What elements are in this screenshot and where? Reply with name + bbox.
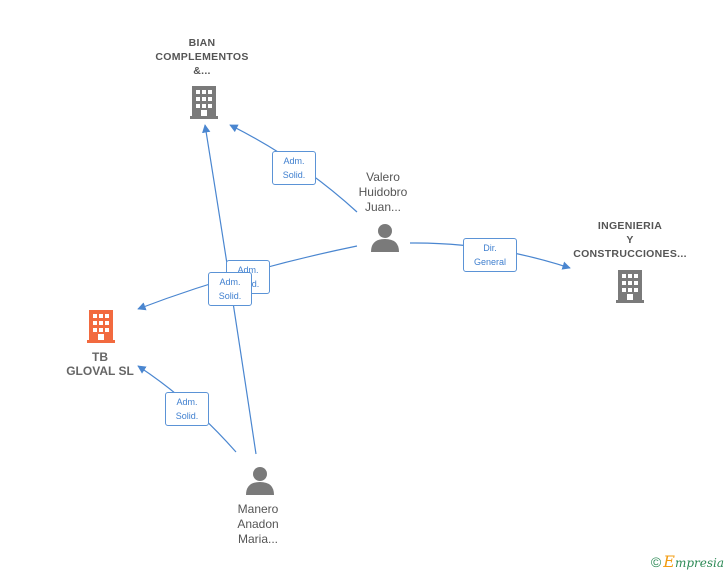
person-icon[interactable] [371, 224, 399, 252]
node-label-bian[interactable]: BIAN COMPLEMENTOS &... [155, 37, 249, 77]
building-icon[interactable] [190, 86, 218, 119]
building-icon[interactable] [616, 270, 644, 303]
node-label-ingenieria[interactable]: INGENIERIA Y CONSTRUCCIONES... [573, 220, 687, 260]
node-label-tb-gloval[interactable]: TB GLOVAL SL [66, 350, 134, 378]
edge-label-valero-bian: Adm. Solid. [272, 151, 316, 185]
empresia-logo[interactable]: ©Empresia [651, 552, 724, 571]
edge-label-manero-tbgloval: Adm. Solid. [165, 392, 209, 426]
copyright-icon: © [650, 554, 662, 570]
brand-text: mpresia [674, 556, 724, 570]
person-icon[interactable] [246, 467, 274, 495]
edge-label-valero-tbgloval: Adm. Solid. [208, 272, 252, 306]
node-label-manero[interactable]: Manero Anadon Maria... [237, 502, 279, 546]
node-label-valero[interactable]: Valero Huidobro Juan... [358, 170, 408, 214]
building-icon[interactable] [87, 310, 115, 343]
edge-label-valero-ingenieria: Dir. General [463, 238, 517, 272]
brand-initial: E [663, 552, 675, 571]
